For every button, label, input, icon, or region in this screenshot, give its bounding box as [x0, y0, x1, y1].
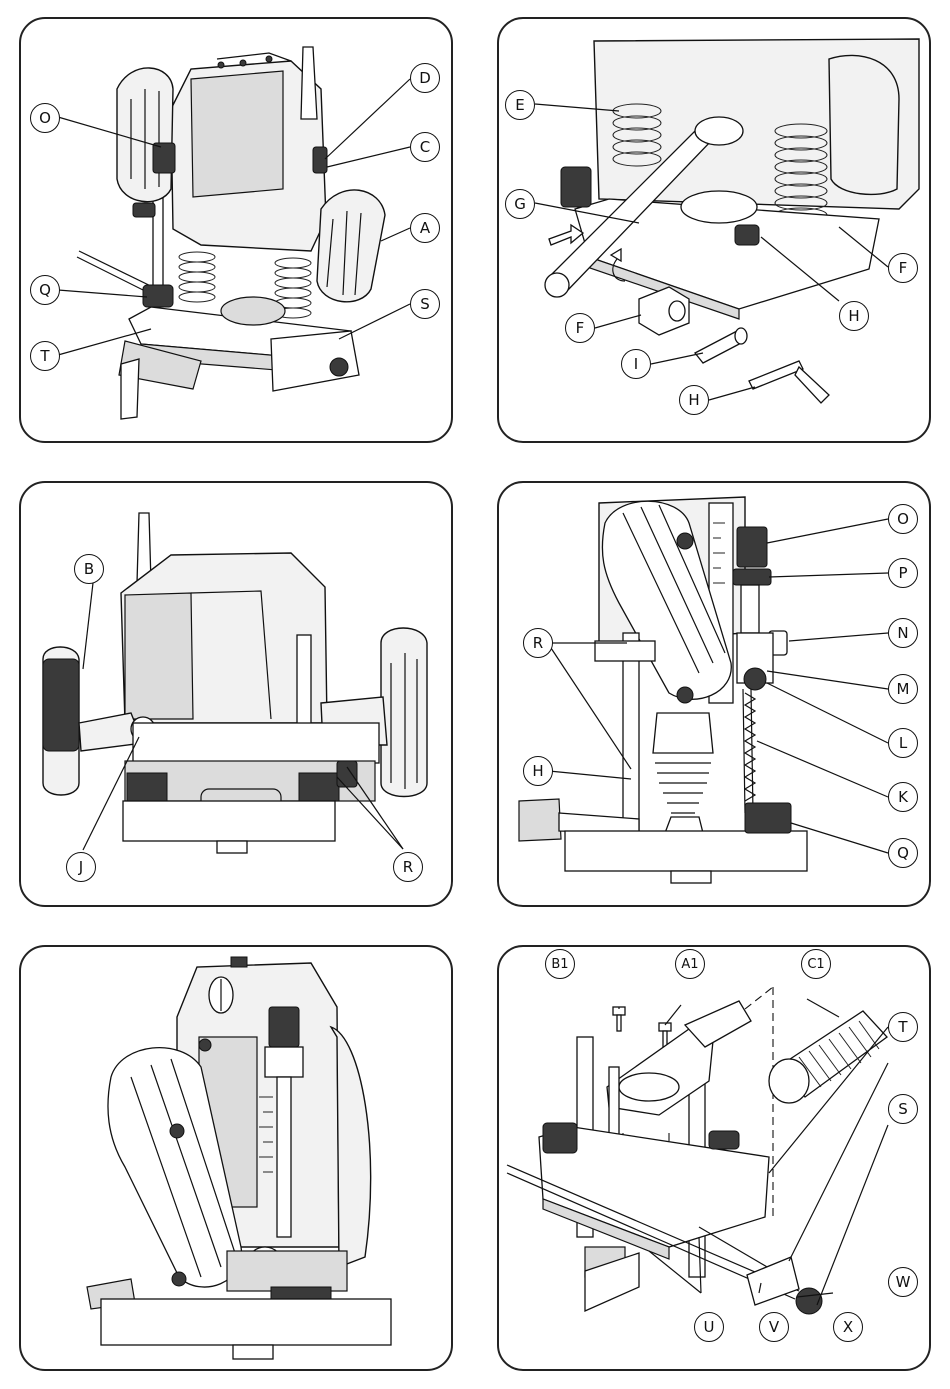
router-illustration-5 [21, 947, 453, 1371]
router-illustration-4 [499, 483, 931, 907]
panel-6-dust-extraction-exploded-view: B1 A1 C1 T S W U V X [497, 945, 931, 1371]
callout-label: B [74, 554, 104, 584]
callout-label: J [66, 852, 96, 882]
callout-label: T [888, 1012, 918, 1042]
callout-label: X [833, 1312, 863, 1342]
callout-label: A [410, 213, 440, 243]
callout-label: N [888, 618, 918, 648]
callout-label: T [30, 341, 60, 371]
panel-2-collet-assembly-view: E G F F H I H [497, 17, 931, 443]
router-illustration-1 [21, 19, 453, 443]
panel-1-router-front-view: O D C A Q S T [19, 17, 453, 443]
callout-label: S [888, 1094, 918, 1124]
callout-label: K [888, 782, 918, 812]
callout-label: Q [30, 275, 60, 305]
panel-3-router-side-view: B J R [19, 481, 453, 907]
callout-label: H [523, 756, 553, 786]
callout-label: R [523, 628, 553, 658]
callout-label: O [888, 504, 918, 534]
callout-label: O [30, 103, 60, 133]
callout-label: B1 [545, 949, 575, 979]
callout-label: D [410, 63, 440, 93]
callout-label: G [505, 189, 535, 219]
callout-label: Q [888, 838, 918, 868]
callout-label: C [410, 132, 440, 162]
router-illustration-2 [499, 19, 931, 443]
callout-label: S [410, 289, 440, 319]
callout-label: V [759, 1312, 789, 1342]
router-illustration-6 [499, 947, 931, 1371]
callout-label: H [679, 385, 709, 415]
callout-label: F [565, 313, 595, 343]
callout-label: M [888, 674, 918, 704]
callout-label: P [888, 558, 918, 588]
callout-label: A1 [675, 949, 705, 979]
callout-label: H [839, 301, 869, 331]
callout-label: L [888, 728, 918, 758]
panel-4-depth-stop-view: R H O P N M L K Q [497, 481, 931, 907]
callout-label: W [888, 1267, 918, 1297]
router-illustration-3 [21, 483, 453, 907]
callout-label: E [505, 90, 535, 120]
callout-label: C1 [801, 949, 831, 979]
callout-label: F [888, 253, 918, 283]
panel-5-router-rear-view [19, 945, 453, 1371]
callout-label: U [694, 1312, 724, 1342]
callout-label: I [621, 349, 651, 379]
callout-label: R [393, 852, 423, 882]
